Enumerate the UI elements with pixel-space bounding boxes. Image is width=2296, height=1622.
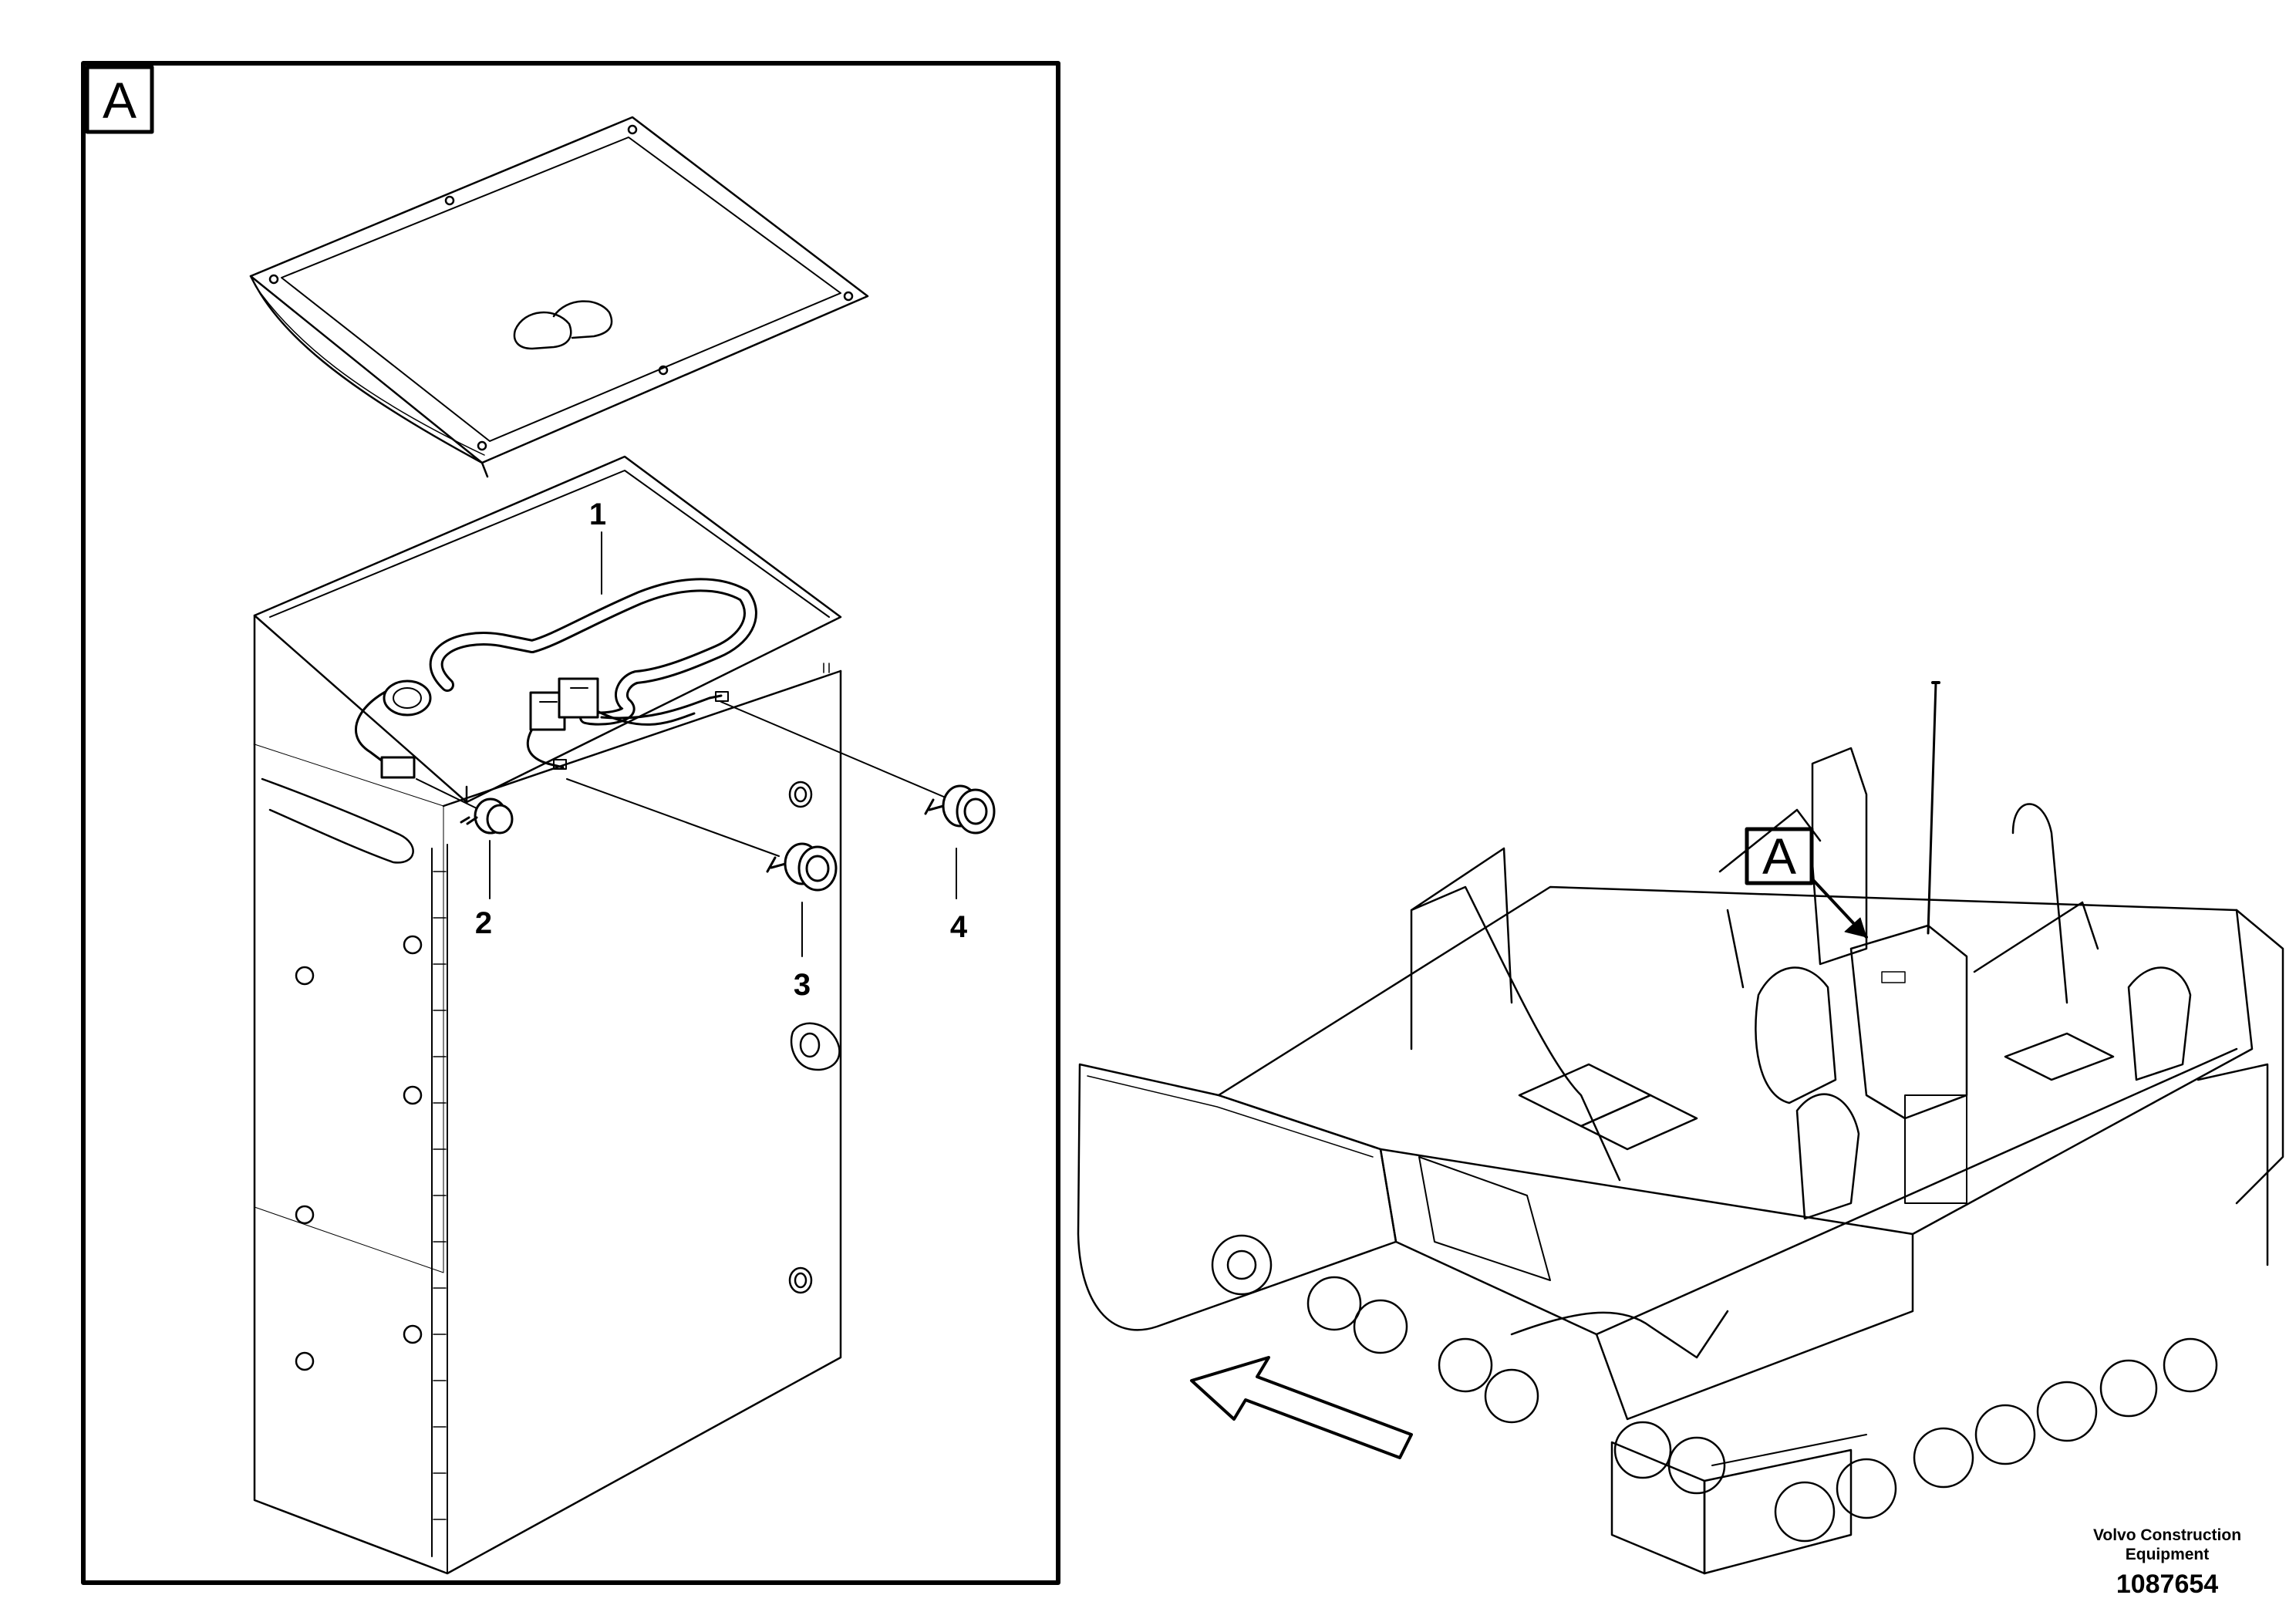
cabinet-handle — [261, 777, 414, 864]
credit-line-2: Equipment — [2125, 1546, 2210, 1563]
operator-seat — [1755, 966, 1837, 1104]
hinge-knuckles — [433, 871, 447, 1520]
cabinet-lid — [249, 116, 869, 478]
paver-machine — [1077, 681, 2284, 1575]
detail-frame — [81, 61, 1060, 1585]
machine-label: A — [1762, 828, 1796, 885]
connector-2 — [460, 798, 514, 835]
connector-4 — [924, 784, 996, 835]
operator-seat-right — [2127, 966, 2192, 1081]
publisher-credit: Volvo Construction Equipment 1087654 — [2067, 1526, 2267, 1600]
direction-arrow — [1190, 1356, 1413, 1459]
connector-3 — [766, 842, 838, 892]
cabinet-lock — [790, 1022, 841, 1071]
leader-lines — [416, 531, 957, 957]
callout-3: 3 — [794, 968, 811, 1002]
electrical-cabinet — [253, 455, 842, 1575]
callout-2: 2 — [475, 906, 492, 940]
callout-1: 1 — [589, 497, 606, 531]
detail-label: A — [103, 72, 137, 129]
wire-harness — [355, 578, 757, 779]
callout-4: 4 — [950, 910, 968, 944]
machine-tag — [1745, 827, 1868, 939]
credit-line-1: Volvo Construction — [2092, 1526, 2242, 1544]
diagram-number: 1087654 — [2116, 1570, 2219, 1599]
